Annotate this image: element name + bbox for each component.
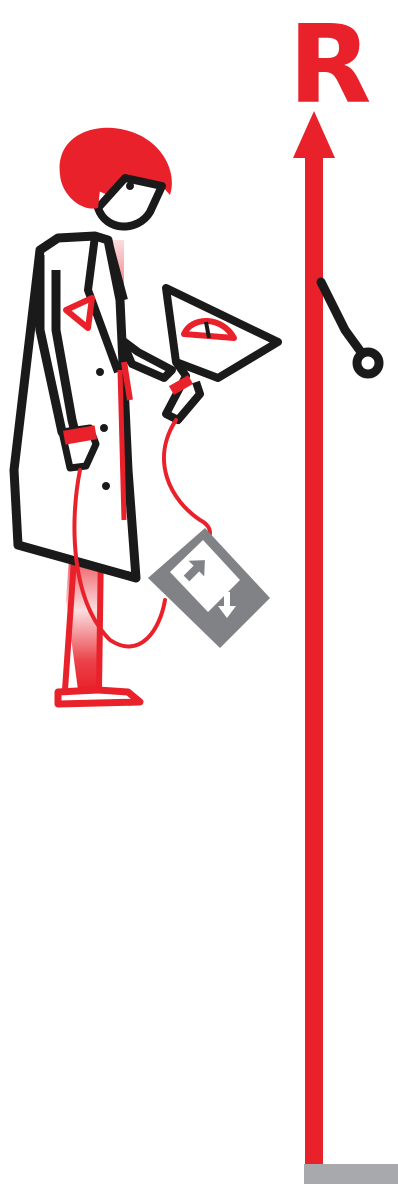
scale-base [304,1164,398,1184]
right-arm [122,340,172,378]
scale-label-r: R [288,3,371,128]
shoes [58,690,140,704]
coat-button [102,482,110,490]
eye [126,182,134,190]
coat-button [100,424,108,432]
scale-group: R [288,3,398,1184]
scale-shaft [305,150,323,1170]
coat-button [96,368,104,376]
hanging-pointer-icon [321,282,379,374]
battery-up-down-icon [148,528,270,648]
measuring-meter-icon [166,288,278,420]
head [60,128,172,227]
